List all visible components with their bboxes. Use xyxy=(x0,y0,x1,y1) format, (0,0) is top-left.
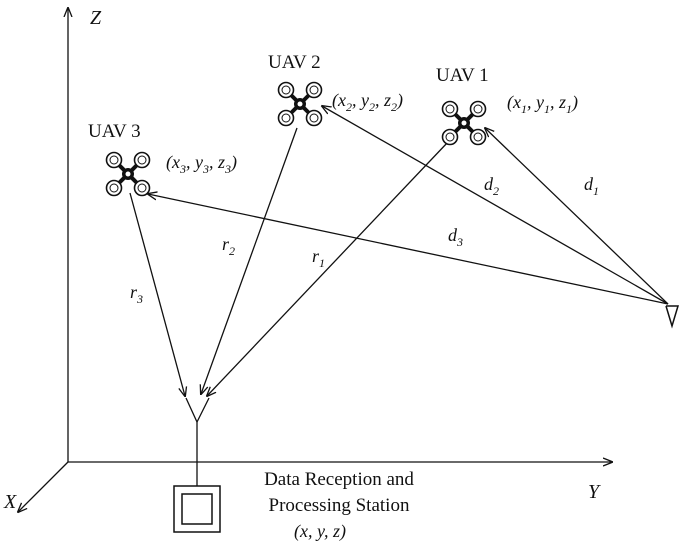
d3-label: d3 xyxy=(448,225,463,249)
r2-link xyxy=(201,127,298,394)
d1-label: d1 xyxy=(584,174,599,198)
uav-1-drone-icon xyxy=(443,102,486,145)
range-links xyxy=(129,127,449,396)
station-label-line1: Data Reception and xyxy=(264,469,414,490)
x-axis xyxy=(18,461,69,512)
x-axis-label: X xyxy=(3,491,17,513)
uav-1-label: UAV 1 xyxy=(436,65,489,86)
d3-link xyxy=(148,194,669,305)
d2-link xyxy=(322,106,669,305)
uav-2-label: UAV 2 xyxy=(268,52,321,73)
coordinate-axes: Z Y X xyxy=(3,7,612,513)
r1-label: r1 xyxy=(312,246,325,270)
station-coords: (x, y, z) xyxy=(294,521,346,542)
r3-link xyxy=(129,192,185,396)
uav-3-label: UAV 3 xyxy=(88,121,141,142)
d1-link xyxy=(485,128,669,305)
distance-links xyxy=(148,106,669,305)
uav-3-drone-icon xyxy=(107,153,150,196)
d2-label: d2 xyxy=(484,174,499,198)
z-axis-label: Z xyxy=(90,7,102,29)
r2-label: r2 xyxy=(222,234,235,258)
uav-2-drone-icon xyxy=(279,83,322,126)
station-label-line2: Processing Station xyxy=(269,495,410,516)
y-axis-label: Y xyxy=(588,481,601,503)
uav-2-coords: (x2, y2, z2) xyxy=(332,90,403,114)
station-box-icon xyxy=(173,485,221,533)
r3-label: r3 xyxy=(130,282,143,306)
uav-3-coords: (x3, y3, z3) xyxy=(166,152,237,176)
uav-1-coords: (x1, y1, z1) xyxy=(507,92,578,116)
station-antenna-icon xyxy=(185,397,210,486)
r1-link xyxy=(207,141,449,396)
transmitter-antenna-icon xyxy=(665,305,680,329)
